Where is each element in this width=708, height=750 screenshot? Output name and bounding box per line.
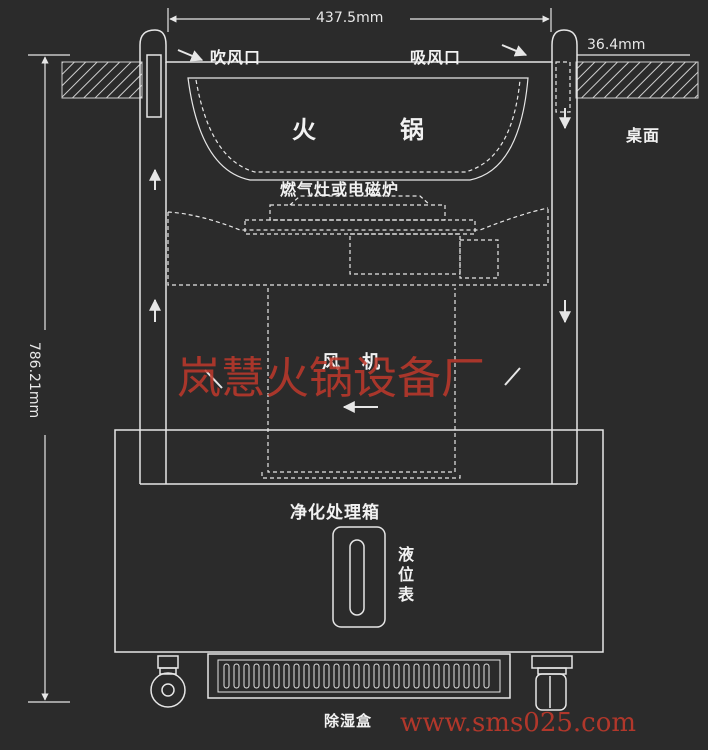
left-duct: [146, 54, 162, 118]
vent-slot: [433, 663, 440, 689]
side-dimension-label: 36.4mm: [587, 37, 646, 53]
vent-slot: [273, 663, 280, 689]
height-dimension-label: 786.21mm: [26, 341, 43, 419]
vent-slot: [403, 663, 410, 689]
vent-slot: [303, 663, 310, 689]
vent-slot: [323, 663, 330, 689]
vent-slot: [293, 663, 300, 689]
vent-slot: [373, 663, 380, 689]
vent-slot: [383, 663, 390, 689]
tabletop-right: [575, 61, 699, 99]
width-dimension-label: 437.5mm: [316, 10, 384, 26]
right-wheel: [531, 655, 573, 711]
vent-slot: [443, 663, 450, 689]
vent-slot: [363, 663, 370, 689]
vent-slot: [463, 663, 470, 689]
hotpot-label-left: 火: [292, 116, 317, 144]
vent-slot: [353, 663, 360, 689]
stove-structure: [167, 195, 549, 286]
vent-slot: [473, 663, 480, 689]
vent-slot: [333, 663, 340, 689]
vent-slot: [283, 663, 290, 689]
company-watermark: 岚慧火锅设备厂: [177, 353, 485, 404]
tabletop-label: 桌面: [626, 126, 661, 145]
blow-outlet-label: 吹风口: [210, 48, 262, 67]
hotpot-label-right: 锅: [400, 116, 425, 144]
vent-slot: [423, 663, 430, 689]
vent-slot: [453, 663, 460, 689]
vent-slot: [413, 663, 420, 689]
cabinet-outline: [139, 29, 578, 485]
tabletop-left: [61, 61, 143, 99]
site-watermark: www.sms025.com: [400, 708, 637, 738]
fan-label-left: 风: [322, 352, 341, 373]
vent-slot: [263, 663, 270, 689]
vent-slot: [393, 663, 400, 689]
width-dimension: [167, 8, 552, 32]
vent-slot: [483, 663, 490, 689]
vent-slot: [223, 663, 230, 689]
right-duct: [555, 61, 571, 113]
vent-slot: [313, 663, 320, 689]
airflow-arrows: [149, 44, 571, 413]
suction-inlet-label: 吸风口: [410, 48, 462, 67]
hotpot-bowl: [187, 77, 529, 181]
stove-label: 燃气灶或电磁炉: [280, 180, 400, 199]
level-gauge: [332, 526, 386, 628]
dehumidifier-tray: [207, 653, 511, 699]
height-dimension: [28, 54, 70, 703]
purifier-label: 净化处理箱: [290, 503, 380, 523]
dehumidifier-label: 除湿盒: [324, 712, 373, 730]
fan-label-right: 机: [362, 352, 381, 373]
purifier-box: [114, 429, 604, 653]
vent-slot: [343, 663, 350, 689]
left-wheel: [150, 655, 186, 708]
fan-housing: [261, 288, 461, 479]
vent-slot: [243, 663, 250, 689]
level-gauge-label: 液位表: [398, 545, 416, 604]
vent-slot: [253, 663, 260, 689]
dehumidifier-vents: [223, 663, 490, 689]
vent-slot: [233, 663, 240, 689]
